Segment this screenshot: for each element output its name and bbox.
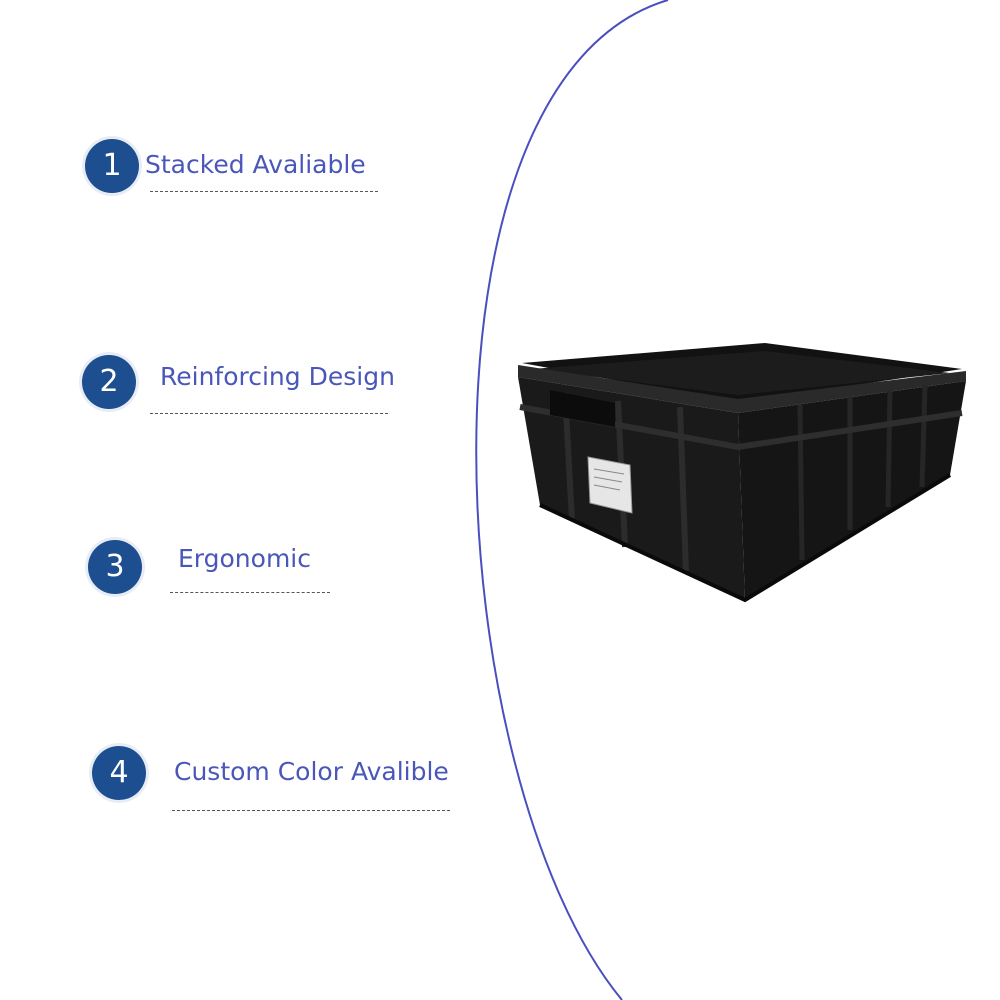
dashed-underline (150, 413, 388, 414)
number-badge: 4 (92, 746, 146, 800)
dashed-underline (150, 191, 378, 192)
number-badge: 3 (88, 540, 142, 594)
feature-label: Stacked Avaliable (145, 150, 366, 179)
dashed-underline (170, 592, 330, 593)
feature-label: Custom Color Avalible (174, 757, 449, 786)
number-badge: 2 (82, 355, 136, 409)
black-plastic-crate-illustration (518, 343, 966, 603)
feature-label: Reinforcing Design (160, 362, 395, 391)
dashed-underline (172, 810, 450, 811)
number-badge: 1 (85, 139, 139, 193)
feature-label: Ergonomic (178, 544, 311, 573)
